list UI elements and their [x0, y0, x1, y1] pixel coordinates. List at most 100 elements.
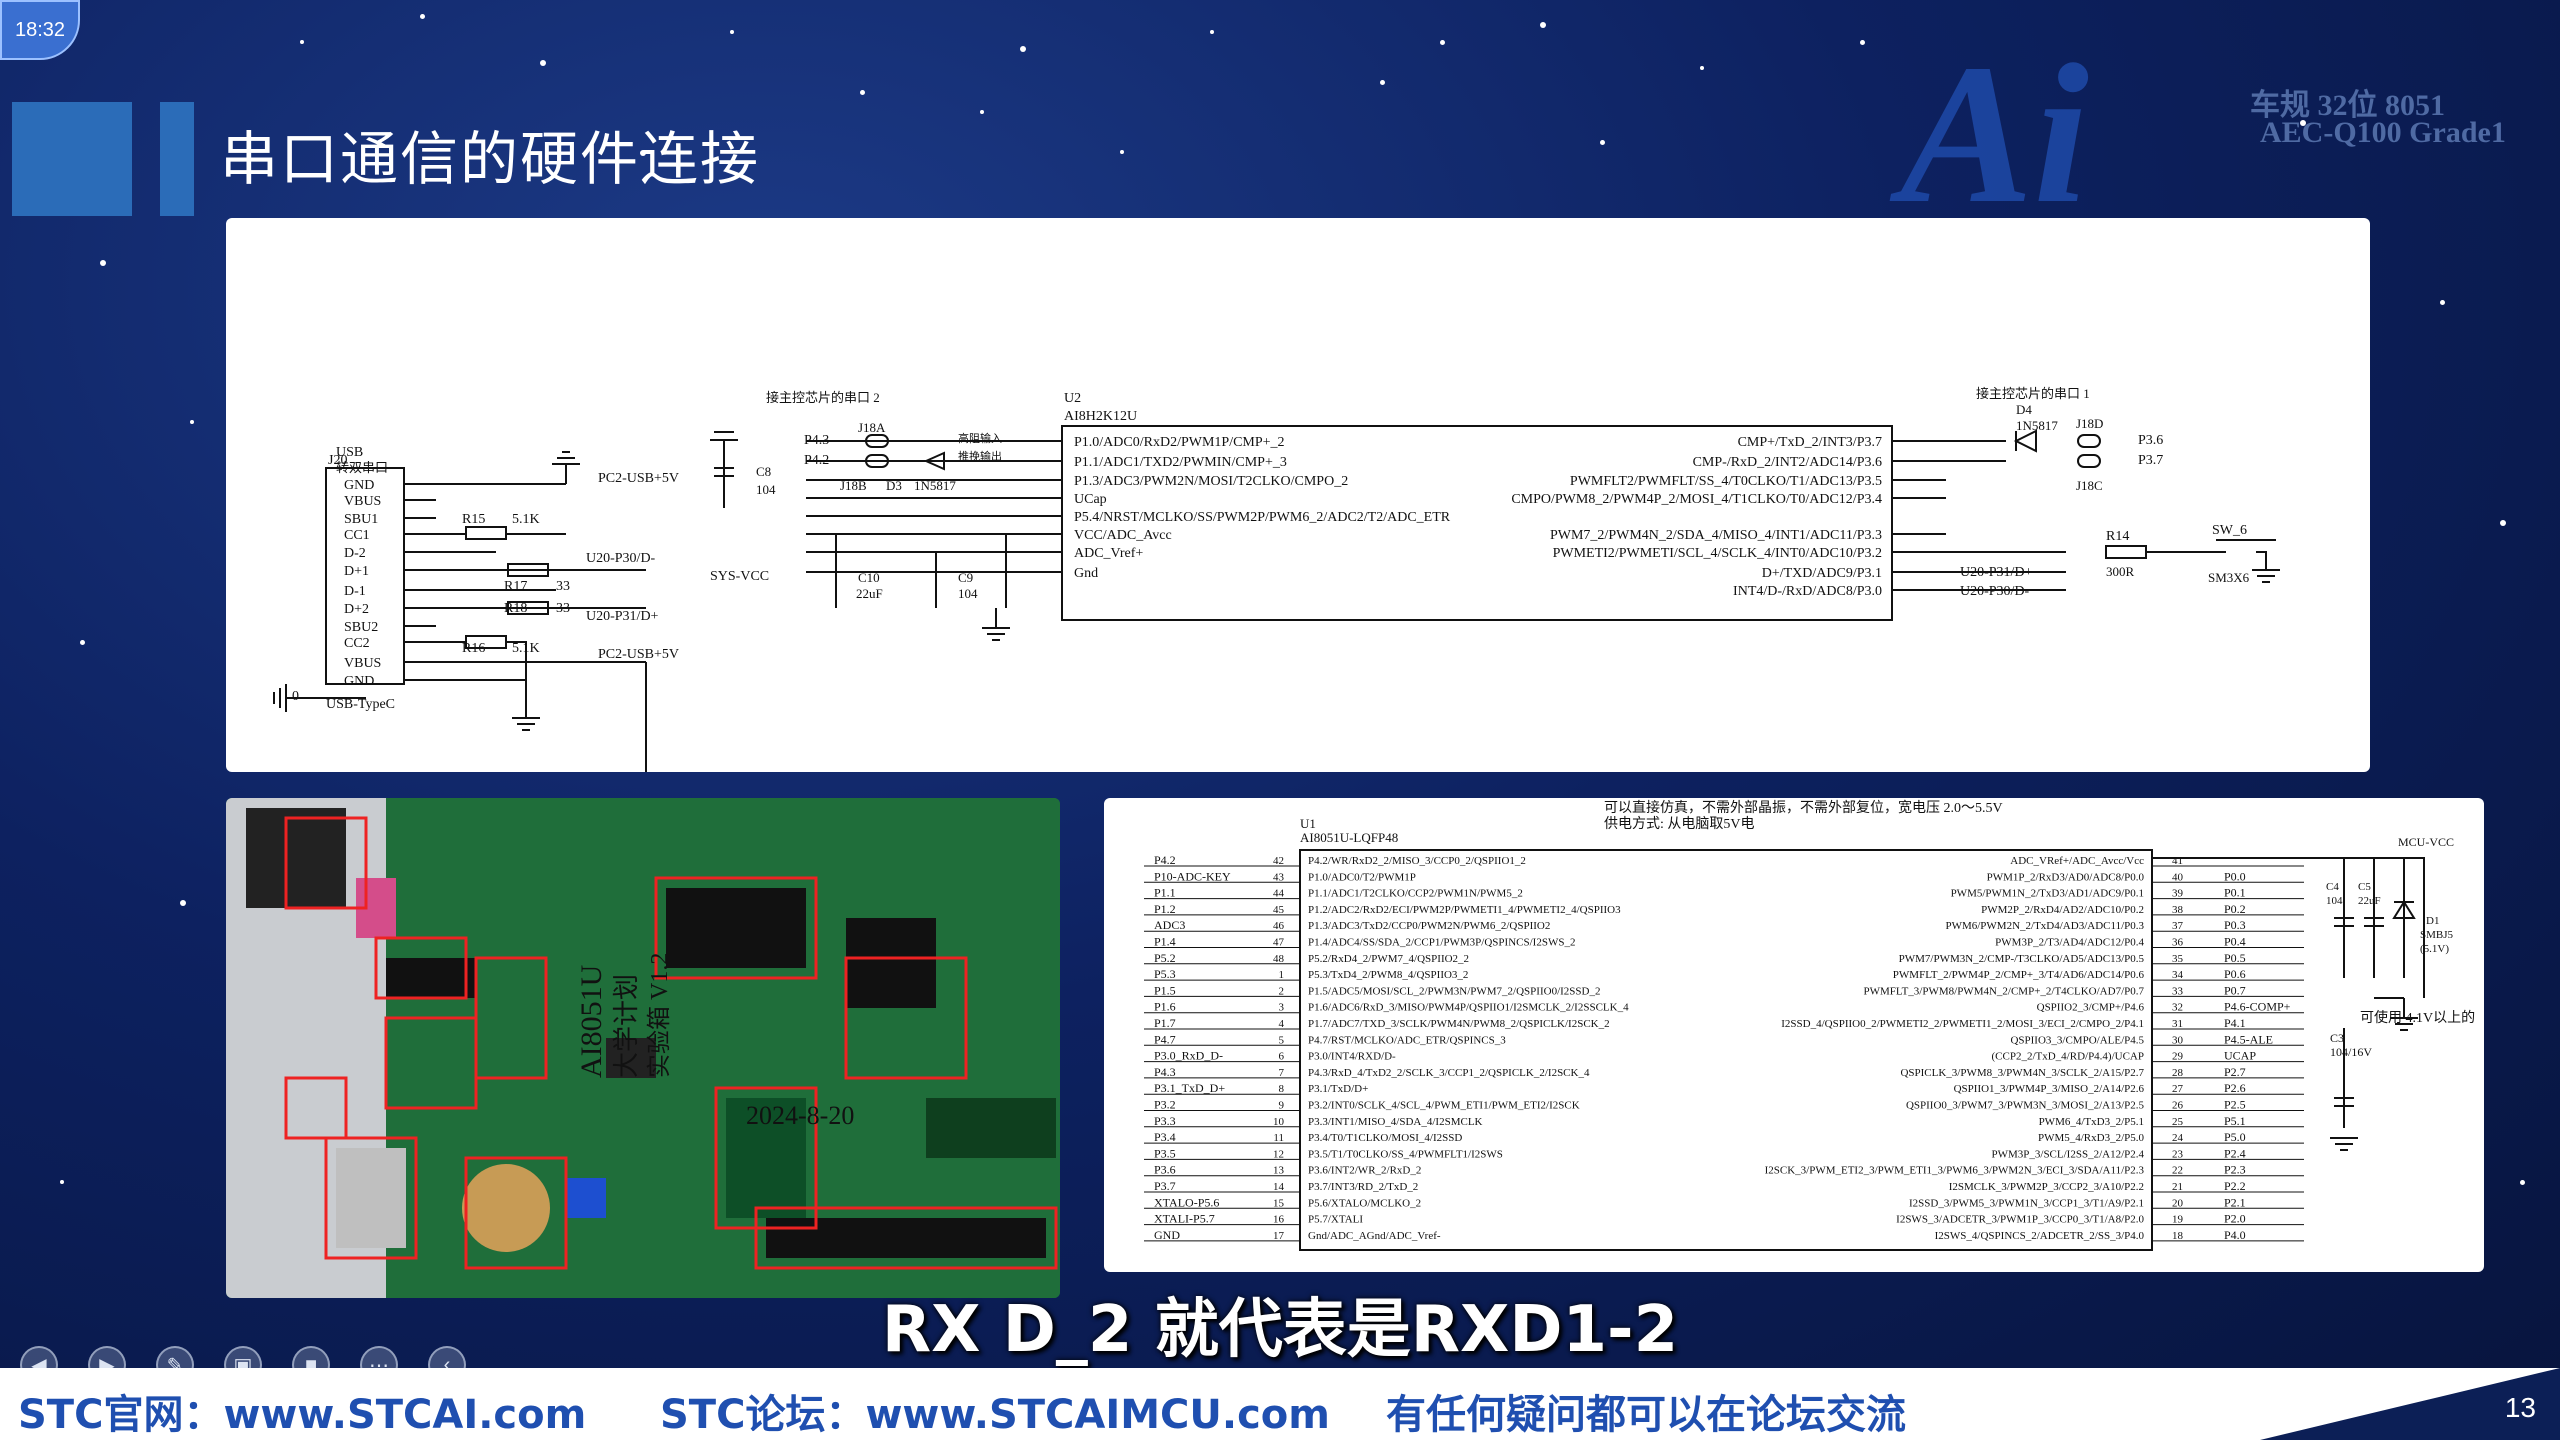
schematic-top: USB 转双串口 J20 GND VBUS SBU1 CC1 D-2 D+1 D… [273, 386, 2280, 772]
net-p42: P4.2 [804, 453, 829, 468]
u1-left-function: P1.4/ADC4/SS/SDA_2/CCP1/PWM3P/QSPINCS/I2… [1308, 937, 1575, 949]
u1-right-pin-number: 27 [2172, 1083, 2184, 1095]
u1-right-function: QSPIIO0_3/PWM7_3/PWM3N_3/MOSI_2/A13/P2.5 [1906, 1100, 2145, 1112]
usb-pin: VBUS [344, 494, 381, 509]
star [1380, 80, 1385, 85]
u1-left-function: P3.2/INT0/SCLK_4/SCL_4/PWM_ETI1/PWM_ETI2… [1308, 1100, 1580, 1112]
u1-right-net: P5.1 [2224, 1114, 2246, 1128]
u1-right-net: P5.0 [2224, 1130, 2246, 1144]
u1-right-pin-number: 37 [2172, 920, 2184, 932]
u1-left-net: P3.4 [1154, 1130, 1176, 1144]
u1-left-net: P5.3 [1154, 967, 1176, 981]
u1-left-function: P3.5/T1/T0CLKO/SS_4/PWMFLT1/I2SWS [1308, 1148, 1503, 1160]
usb-subtitle: 转双串口 [336, 460, 388, 475]
d1-label: D1 [2426, 915, 2439, 927]
u2-pin: ADC_Vref+ [1074, 546, 1143, 561]
u1-right-net: P2.2 [2224, 1179, 2246, 1193]
u1-left-function: P1.7/ADC7/TXD_3/SCLK/PWM4N/PWM8_2/QSPICL… [1308, 1018, 1610, 1030]
u1-right-function: QSPIIO2_3/CMP+/P4.6 [2037, 1002, 2145, 1014]
usb-pin: D-2 [344, 546, 366, 561]
board-date: 2024-8-20 [746, 1101, 854, 1130]
u1-left-pin-number: 7 [1279, 1067, 1285, 1079]
title-decoration-square [12, 102, 132, 216]
u1-left-pin-number: 44 [1273, 888, 1285, 900]
u1-right-pin-number: 29 [2172, 1051, 2184, 1063]
u2-ref: U2 [1064, 391, 1081, 406]
star [1020, 46, 1026, 52]
footer-site: STC官网：www.STCAI.com [18, 1392, 587, 1438]
u1-right-function: QSPIIO3_3/CMPO/ALE/P4.5 [2010, 1034, 2144, 1046]
u1-right-net: P2.0 [2224, 1212, 2246, 1226]
c4-value: 104 [2326, 895, 2343, 907]
footer-note: 有任何疑问都可以在论坛交流 [1386, 1392, 1906, 1438]
u1-left-pin-number: 2 [1279, 985, 1285, 997]
clock-badge: 18:32 [0, 0, 80, 60]
u1-left-net: P3.7 [1154, 1179, 1176, 1193]
r16-label: R16 [462, 641, 485, 656]
c3-label: C3 [2330, 1031, 2344, 1045]
d1-part: SMBJ5 [2420, 929, 2454, 941]
u1-left-pin-number: 10 [1273, 1116, 1285, 1128]
star [1860, 40, 1865, 45]
u1-right-pin-number: 26 [2172, 1100, 2184, 1112]
u1-right-function: PWMFLT_2/PWM4P_2/CMP+_3/T4/AD6/ADC14/P0.… [1893, 969, 2145, 981]
logo-text: Ai [1900, 24, 2089, 245]
net-pc2-usb-a: PC2-USB+5V [598, 471, 679, 486]
u1-left-net: GND [1154, 1228, 1180, 1242]
star [1540, 22, 1546, 28]
u1-right-pin-number: 40 [2172, 871, 2184, 883]
u2-pin: PWMFLT2/PWMFLT/SS_4/T0CLKO/T1/ADC13/P3.5 [1570, 474, 1882, 489]
footer-forum: STC论坛：www.STCAIMCU.com [660, 1392, 1330, 1438]
u1-right-pin-number: 39 [2172, 888, 2184, 900]
u2-pin: PWM7_2/PWM4N_2/SDA_4/MISO_4/INT1/ADC11/P… [1550, 528, 1882, 543]
u1-left-pin-number: 43 [1273, 871, 1285, 883]
star [1700, 66, 1704, 70]
star [1210, 30, 1214, 34]
u1-right-pin-number: 24 [2172, 1132, 2184, 1144]
sw6-part: SM3X6 [2208, 570, 2250, 585]
u1-left-net: P1.4 [1154, 935, 1176, 949]
u1-right-function: PWM1P_2/RxD3/AD0/ADC8/P0.0 [1987, 871, 2145, 883]
usb-pin: GND [344, 674, 374, 689]
usb-pin: GND [344, 478, 374, 493]
u1-right-net: P0.6 [2224, 967, 2246, 981]
net-p36: P3.6 [2138, 433, 2163, 448]
u1-right-net: P4.0 [2224, 1228, 2246, 1242]
u1-left-pin-number: 12 [1273, 1148, 1284, 1160]
usb-pin: CC1 [344, 528, 370, 543]
u1-right-function: QSPIIO1_3/PWM4P_3/MISO_2/A14/P2.6 [1954, 1083, 2145, 1095]
star [1120, 150, 1124, 154]
schematic-top-panel: USB 转双串口 J20 GND VBUS SBU1 CC1 D-2 D+1 D… [226, 218, 2370, 772]
net-u20-p31b: U20-P31/D+ [1960, 565, 2033, 580]
star [80, 640, 85, 645]
c8-value: 104 [756, 482, 776, 497]
usb-title: USB [336, 445, 363, 460]
u1-left-pin-number: 11 [1273, 1132, 1284, 1144]
c5-label: C5 [2358, 881, 2371, 893]
u1-left-net: XTALI-P5.7 [1154, 1212, 1215, 1226]
u1-right-pin-number: 25 [2172, 1116, 2184, 1128]
net-u20-p30b: U20-P30/D- [1960, 584, 2030, 599]
star [1600, 140, 1605, 145]
u1-left-net: P1.2 [1154, 902, 1176, 916]
gnd-zero: 0 [292, 689, 299, 704]
r16-value: 5.1K [512, 641, 540, 656]
u1-right-net: P0.1 [2224, 886, 2246, 900]
u1-right-pin-number: 31 [2172, 1018, 2183, 1030]
u1-left-function: P4.2/WR/RxD2_2/MISO_3/CCP0_2/QSPIIO1_2 [1308, 855, 1526, 867]
u1-right-net: P2.7 [2224, 1065, 2246, 1079]
u1-left-pin-number: 6 [1279, 1051, 1285, 1063]
u2-right-pins: CMP+/TxD_2/INT3/P3.7 CMP-/RxD_2/INT2/ADC… [1511, 435, 1882, 599]
u1-right-function: I2SWS_4/QSPINCS_2/ADCETR_2/SS_3/P4.0 [1935, 1230, 2145, 1242]
u1-left-pin-number: 13 [1273, 1165, 1285, 1177]
j18b-label: J18B [840, 478, 867, 493]
u1-right-pin-number: 33 [2172, 985, 2184, 997]
u1-left-pin-number: 14 [1273, 1181, 1285, 1193]
star [180, 900, 186, 906]
r15-label: R15 [462, 512, 485, 527]
u2-pin: P1.3/ADC3/PWM2N/MOSI/T2CLKO/CMPO_2 [1074, 474, 1348, 489]
page-number: 13 [2504, 1392, 2536, 1423]
u1-left-net: P3.1_TxD_D+ [1154, 1081, 1225, 1095]
u1-left-pin-number: 45 [1273, 904, 1285, 916]
slide-title: 串口通信的硬件连接 [220, 125, 761, 193]
